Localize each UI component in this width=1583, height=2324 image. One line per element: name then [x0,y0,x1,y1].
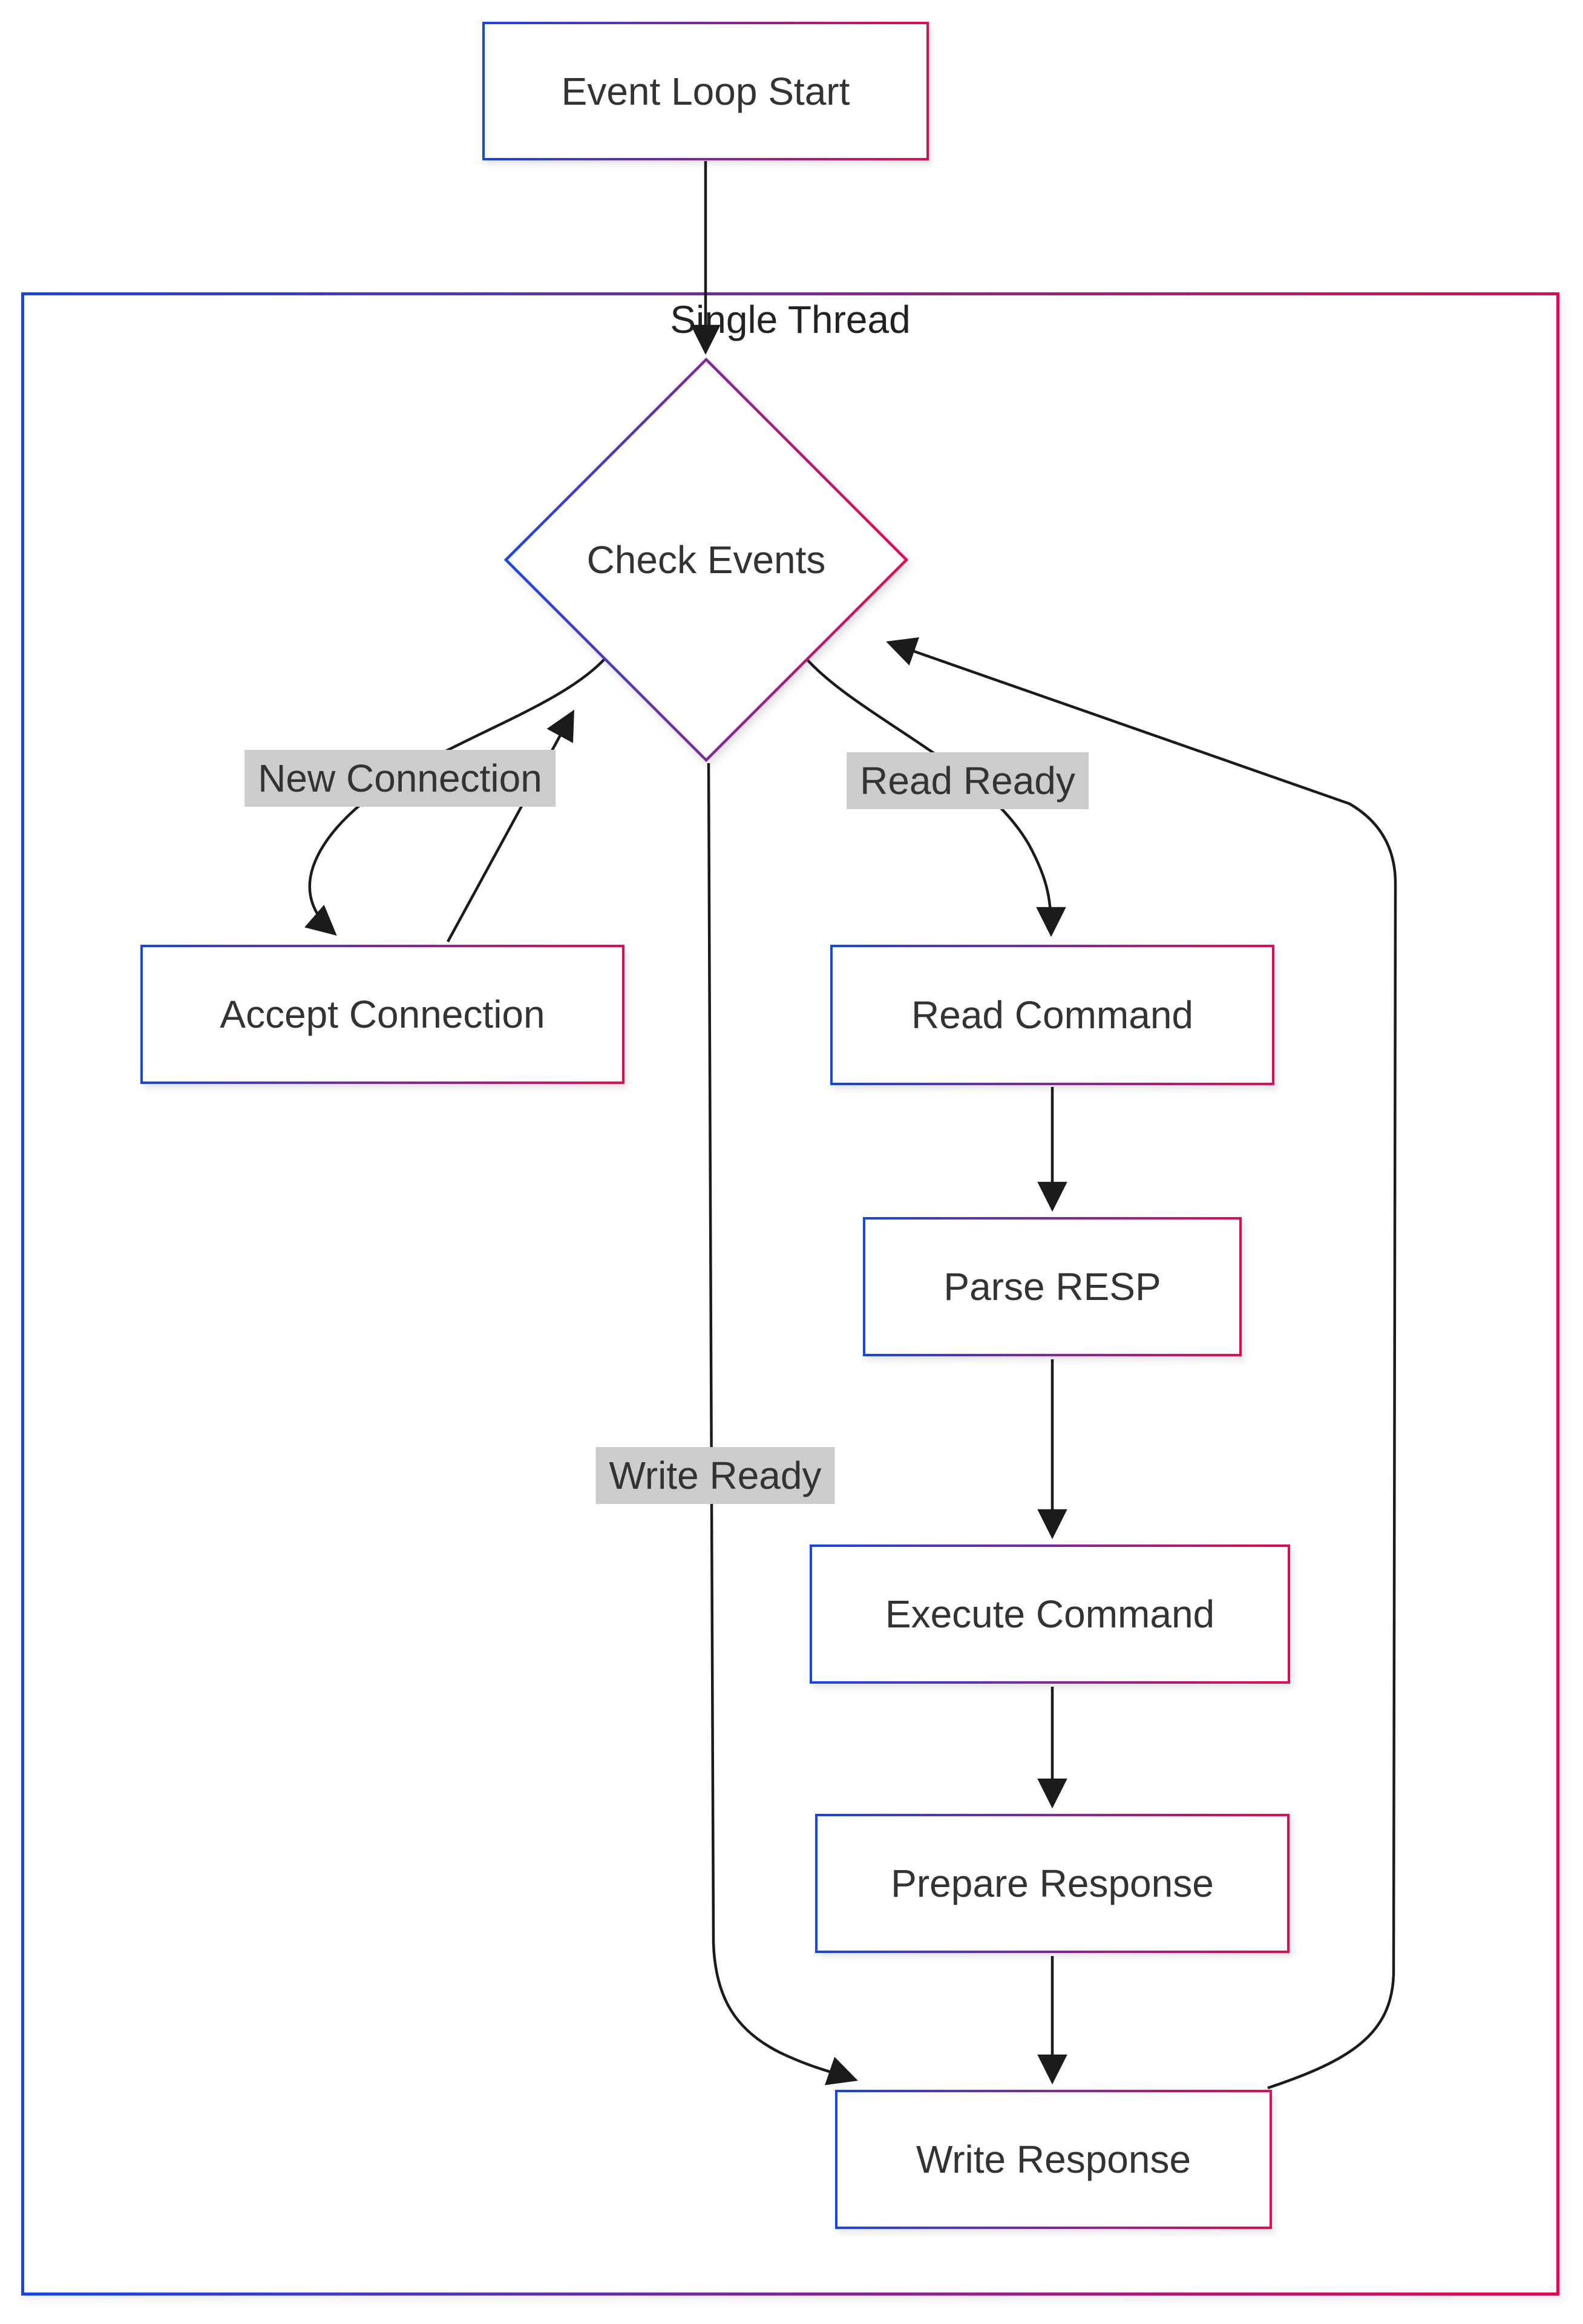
edge-label-read-ready: Read Ready [847,752,1089,809]
node-accept-connection: Accept Connection [140,945,624,1084]
node-execute-command: Execute Command [810,1544,1290,1684]
edge-accept-to-check [447,709,574,943]
edge-write-to-check [886,637,1397,2090]
node-prepare-response: Prepare Response [815,1814,1290,1953]
edge-check-to-write [707,763,858,2086]
edge-label-new-connection: New Connection [244,750,556,807]
node-event-loop-start: Event Loop Start [482,22,929,160]
node-write-response: Write Response [835,2090,1272,2229]
check-events-shape [503,357,909,763]
node-read-command: Read Command [830,945,1274,1085]
edge-label-write-ready: Write Ready [595,1447,835,1504]
node-parse-resp: Parse RESP [863,1217,1242,1356]
